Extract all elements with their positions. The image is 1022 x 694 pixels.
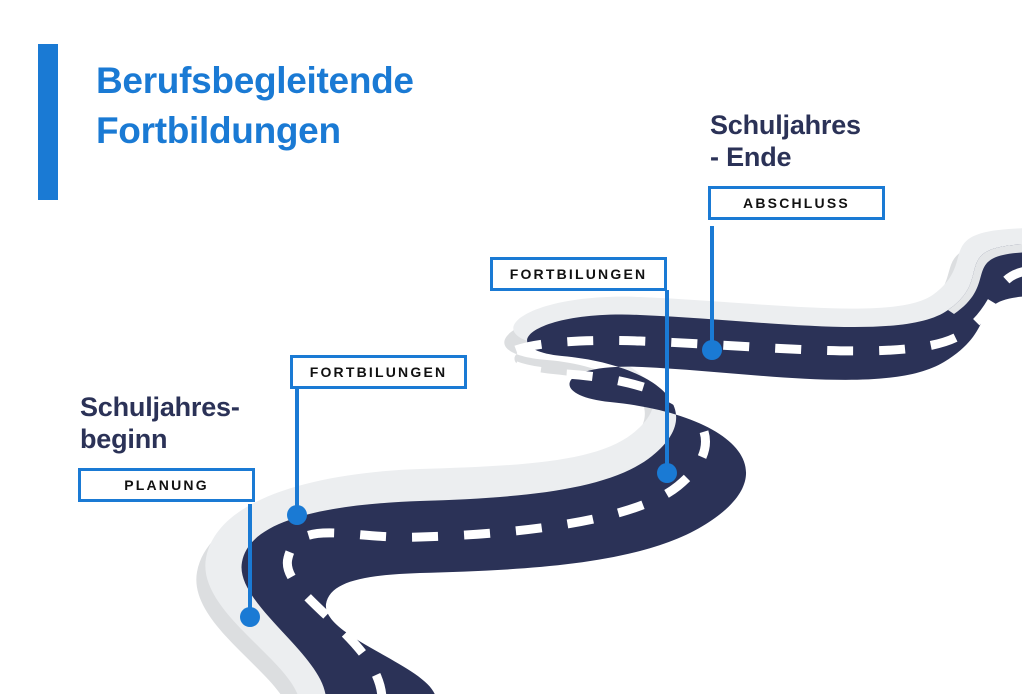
milestone-badge-label-fortbildungen-1: FORTBILUNGEN [309,364,448,380]
milestone-dot-planung[interactable] [240,607,260,627]
milestone-dot-abschluss[interactable] [702,340,722,360]
milestone-badge-label-abschluss: ABSCHLUSS [743,194,850,211]
road-surface [241,244,1022,694]
milestone-dot-fortbildungen-2[interactable] [657,463,677,483]
milestone-badge-fortbildungen-1[interactable]: FORTBILUNGEN [290,355,467,389]
road-edge-highlight [205,228,1022,694]
milestone-badge-planung[interactable]: PLANUNG [78,467,255,502]
milestone-badge-label-fortbildungen-2: FORTBILUNGEN [509,266,648,282]
milestone-dot-fortbildungen-1[interactable] [287,505,307,525]
milestone-heading-planung: Schuljahres- beginn [80,392,240,454]
milestone-abschluss: Schuljahres - Ende ABSCHLUSS [708,110,885,220]
milestone-heading-abschluss: Schuljahres - Ende [710,110,861,172]
page-title: Berufsbegleitende Fortbildungen [96,60,414,152]
milestone-planung: Schuljahres- beginn PLANUNG [78,392,255,502]
milestone-badge-fortbildungen-2[interactable]: FORTBILUNGEN [490,257,667,291]
milestone-fortbildungen-2: FORTBILUNGEN [490,257,667,291]
milestone-badge-abschluss[interactable]: ABSCHLUSS [708,185,885,220]
road-rim-right [948,244,1022,314]
road-center-dashes [282,267,1022,694]
page-title-block: Berufsbegleitende Fortbildungen [38,44,414,200]
title-accent-bar [38,44,58,200]
milestone-fortbildungen-1: FORTBILUNGEN [290,355,467,389]
milestone-badge-label-planung: PLANUNG [124,476,209,493]
